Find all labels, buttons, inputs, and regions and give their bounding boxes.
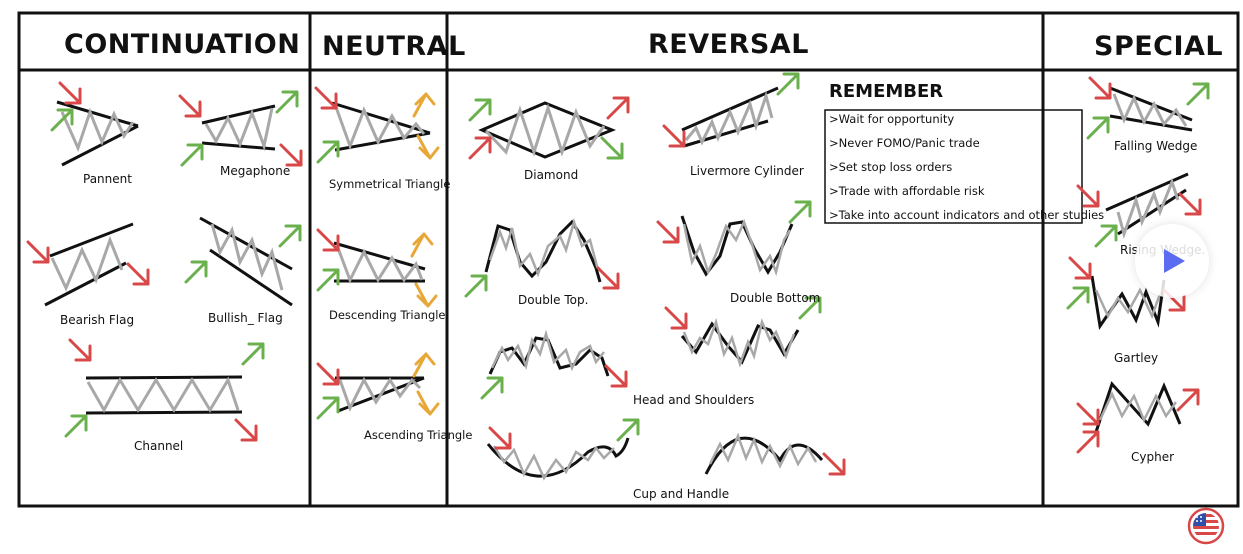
symmetrical-triangle-drawing — [314, 86, 440, 164]
label-gartley: Gartley — [1114, 351, 1159, 365]
bearish-flag-drawing — [26, 222, 150, 307]
megaphone-drawing — [178, 90, 303, 167]
diamond-drawing — [468, 96, 630, 160]
label-cypher: Cypher — [1131, 450, 1175, 464]
ascending-triangle-drawing — [316, 352, 440, 420]
channel-drawing — [64, 338, 265, 442]
header-continuation: CONTINUATION — [64, 29, 301, 60]
label-bearish-flag: Bearish Flag — [60, 313, 135, 327]
remember-item: >Take into account indicators and other … — [829, 208, 1105, 222]
label-double-top: Double Top. — [518, 293, 589, 307]
label-livermore-cylinder: Livermore Cylinder — [690, 164, 804, 178]
label-head-and-shoulders: Head and Shoulders — [633, 393, 755, 407]
head-and-shoulders-drawing — [480, 329, 628, 400]
remember-box — [824, 109, 1083, 224]
gartley-drawing — [1066, 256, 1186, 330]
play-icon — [1164, 249, 1185, 273]
remember-title: REMEMBER — [829, 81, 944, 102]
header-neutral: NEUTRAL — [322, 31, 466, 62]
descending-triangle-drawing — [316, 228, 438, 308]
label-double-bottom: Double Bottom — [730, 291, 821, 305]
label-symmetrical-triangle: Symmetrical Triangle — [329, 177, 451, 191]
bullish-flag-drawing — [184, 216, 302, 307]
header-special: SPECIAL — [1094, 31, 1224, 62]
board-frame — [17, 11, 1240, 508]
cup-and-handle-drawing — [486, 418, 640, 481]
label-descending-triangle: Descending Triangle — [329, 308, 446, 322]
us-flag-icon — [1187, 507, 1225, 545]
livermore-cylinder-drawing — [662, 72, 800, 148]
rounded-top-drawing — [704, 432, 846, 476]
label-cup-and-handle: Cup and Handle — [633, 487, 730, 501]
label-bullish-flag: Bullish_ Flag — [208, 311, 283, 325]
remember-item: >Never FOMO/Panic trade — [829, 136, 980, 150]
pennant-drawing — [50, 81, 139, 167]
header-reversal: REVERSAL — [648, 29, 809, 60]
label-diamond: Diamond — [524, 168, 579, 182]
cypher-drawing — [1076, 381, 1200, 454]
label-falling-wedge: Falling Wedge — [1114, 139, 1198, 153]
falling-wedge-drawing — [1086, 76, 1210, 140]
label-ascending-triangle: Ascending Triangle — [364, 428, 473, 442]
label-megaphone: Megaphone — [220, 164, 291, 178]
rising-wedge-drawing — [1076, 172, 1202, 248]
label-pannent: Pannent — [83, 172, 132, 186]
language-flag-button[interactable] — [1187, 507, 1225, 545]
head-and-shoulders-2-drawing — [664, 296, 822, 368]
remember-item: >Wait for opportunity — [829, 112, 955, 126]
remember-item: >Trade with affordable risk — [829, 184, 985, 198]
double-bottom-drawing — [656, 200, 812, 277]
label-channel: Channel — [134, 439, 184, 453]
play-button[interactable] — [1135, 224, 1209, 298]
remember-item: >Set stop loss orders — [829, 160, 953, 174]
double-top-drawing — [464, 217, 620, 298]
